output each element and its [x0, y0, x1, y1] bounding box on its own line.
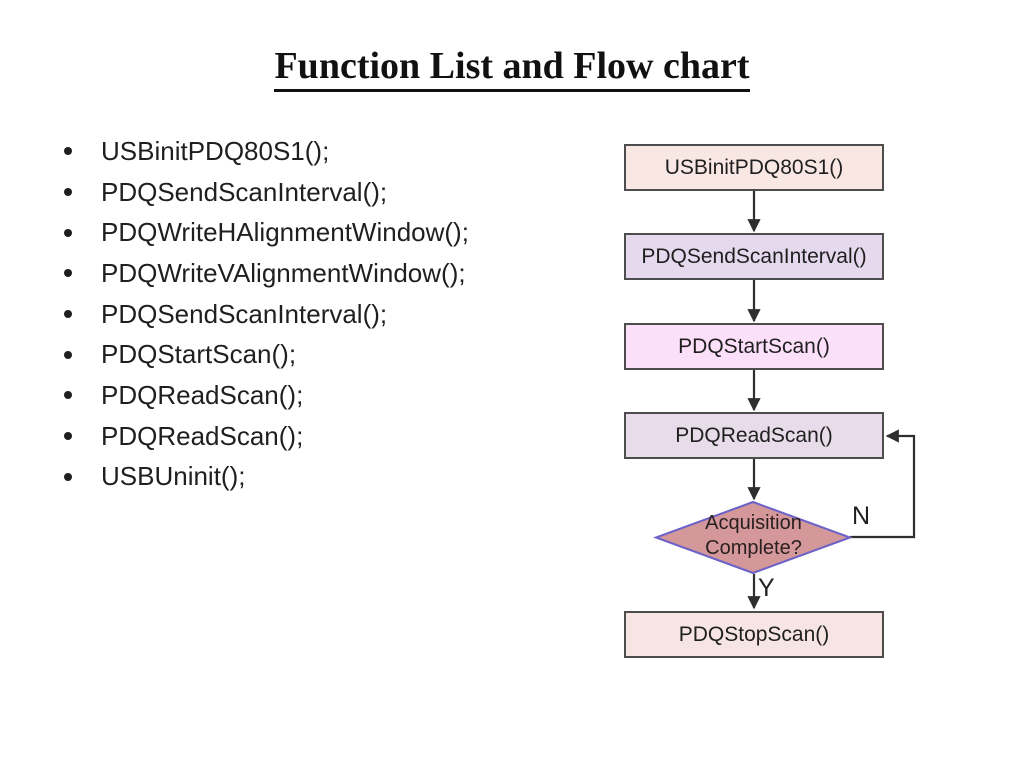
function-name: PDQSendScanInterval(); [101, 176, 388, 207]
list-item: PDQWriteHAlignmentWindow(); [58, 212, 469, 253]
flow-node-start: PDQStartScan() [624, 323, 884, 370]
flow-node-label: PDQReadScan() [675, 423, 833, 447]
page-title: Function List and Flow chart [0, 44, 1024, 92]
list-item: PDQSendScanInterval(); [58, 294, 469, 335]
flow-node-stop: PDQStopScan() [624, 611, 884, 658]
page-title-text: Function List and Flow chart [274, 45, 750, 92]
flow-node-label: USBinitPDQ80S1() [664, 155, 844, 179]
function-name: PDQReadScan(); [101, 420, 304, 451]
decision-label: Acquisition Complete? [705, 512, 802, 559]
function-name: USBUninit(); [101, 461, 246, 492]
bullet-icon [64, 269, 72, 278]
bullet-icon [64, 228, 72, 237]
function-name: PDQWriteHAlignmentWindow(); [101, 217, 469, 248]
flow-node-label: PDQStartScan() [678, 334, 830, 358]
flow-node-read: PDQReadScan() [624, 412, 884, 459]
list-item: USBUninit(); [58, 457, 469, 498]
bullet-icon [64, 147, 72, 156]
list-item: PDQReadScan(); [58, 375, 469, 416]
list-item: PDQReadScan(); [58, 416, 469, 457]
flow-node-label: PDQSendScanInterval() [641, 244, 867, 268]
list-item: USBinitPDQ80S1(); [58, 131, 469, 172]
flow-node-send: PDQSendScanInterval() [624, 233, 884, 280]
list-item: PDQWriteVAlignmentWindow(); [58, 253, 469, 294]
bullet-icon [64, 188, 72, 197]
bullet-icon [64, 472, 72, 481]
function-list: USBinitPDQ80S1(); PDQSendScanInterval();… [58, 131, 469, 497]
function-name: PDQSendScanInterval(); [101, 298, 388, 329]
function-name: USBinitPDQ80S1(); [101, 135, 330, 166]
list-item: PDQStartScan(); [58, 334, 469, 375]
function-name: PDQStartScan(); [101, 339, 297, 370]
list-item: PDQSendScanInterval(); [58, 172, 469, 213]
edge-label-yes: Y [758, 574, 775, 602]
bullet-icon [64, 310, 72, 319]
bullet-icon [64, 350, 72, 359]
function-name: PDQWriteVAlignmentWindow(); [101, 257, 466, 288]
edge-label-no: N [852, 502, 871, 530]
bullet-icon [64, 391, 72, 400]
flow-node-init: USBinitPDQ80S1() [624, 144, 884, 191]
function-name: PDQReadScan(); [101, 379, 304, 410]
flow-node-label: PDQStopScan() [678, 622, 830, 646]
bullet-icon [64, 432, 72, 441]
